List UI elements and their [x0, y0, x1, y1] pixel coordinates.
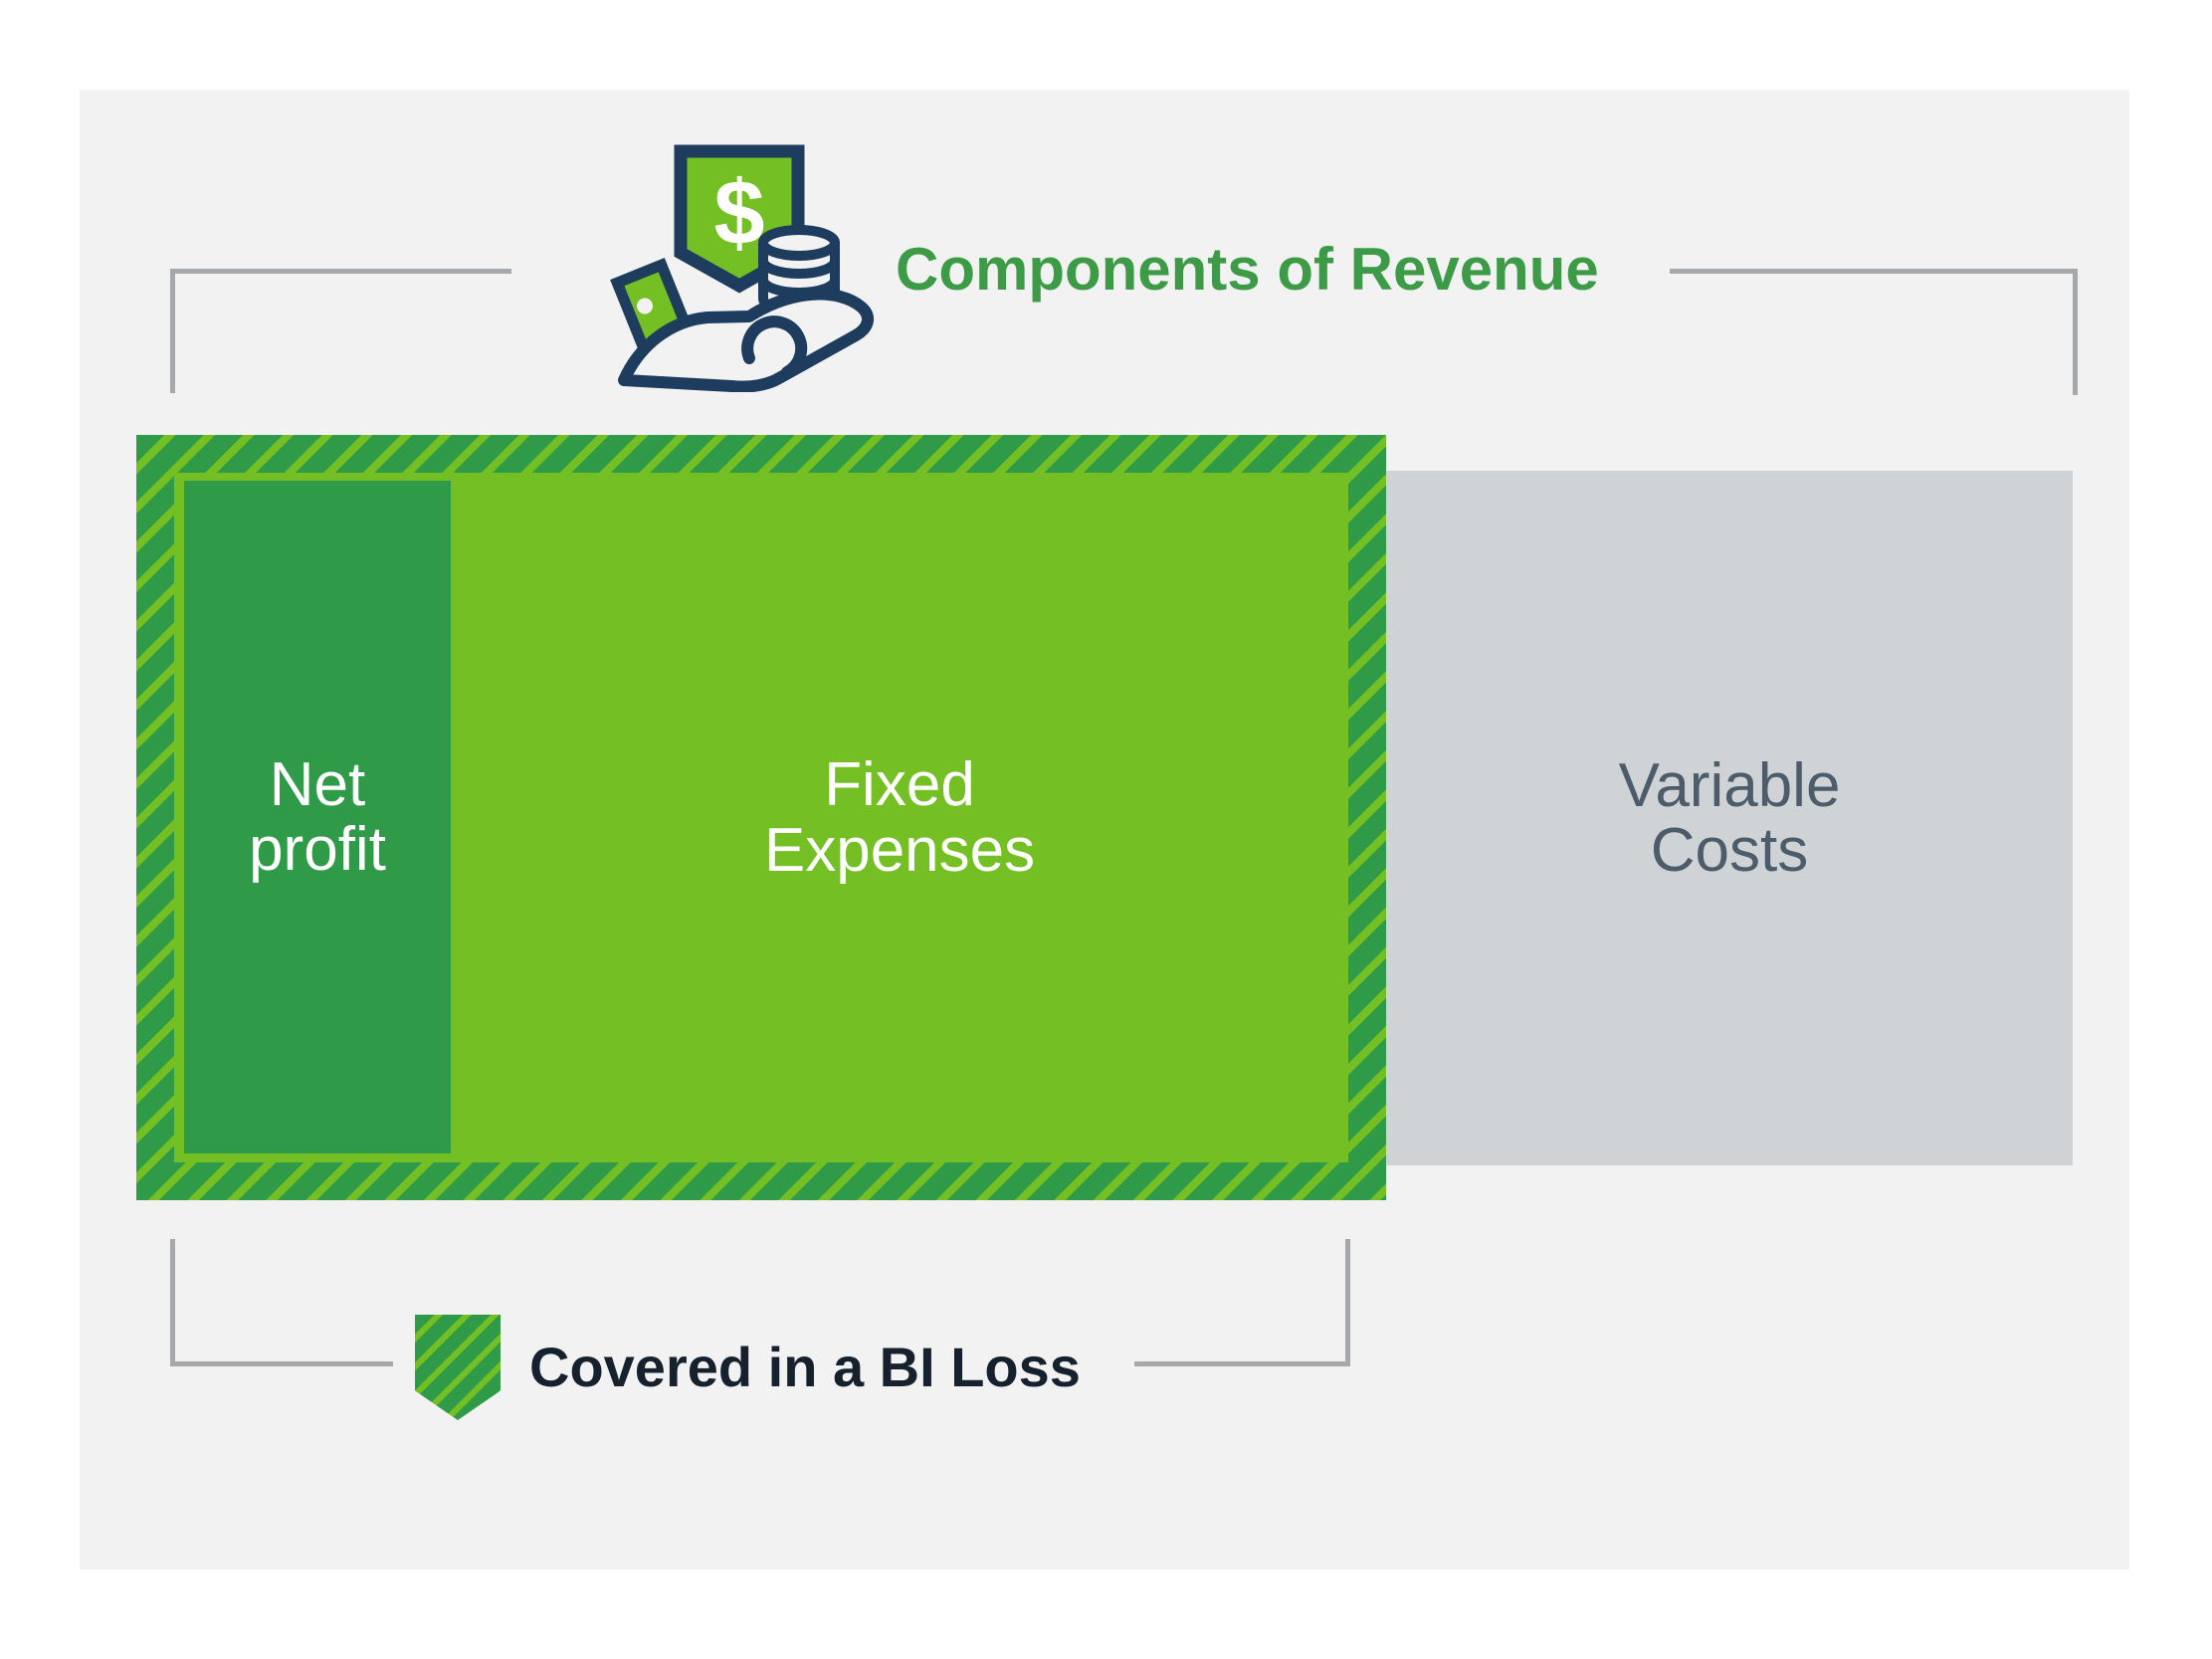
variable-costs-label: Variable Costs — [1619, 753, 1841, 883]
variable-costs-line1: Variable — [1618, 750, 1841, 820]
hand-icon — [618, 288, 874, 392]
dollar-sign: $ — [713, 162, 764, 264]
fixed-expenses-box: Fixed Expenses — [451, 473, 1348, 1162]
legend-label: Covered in a BI Loss — [529, 1336, 1081, 1398]
top-bracket-right-leg — [2073, 269, 2078, 395]
top-bracket-left-line — [170, 269, 511, 274]
money-in-hand-icon: $ — [610, 144, 874, 392]
covered-area-hatch-frame: Net profit Fixed Expenses — [136, 435, 1386, 1200]
bottom-bracket-left-line — [170, 1361, 393, 1366]
net-profit-label: Net profit — [249, 752, 386, 882]
fixed-expenses-line1: Fixed — [824, 750, 975, 820]
bottom-bracket-left-leg — [170, 1239, 175, 1366]
page-title: Components of Revenue — [896, 236, 1599, 303]
net-profit-box: Net profit — [184, 481, 451, 1153]
bottom-bracket-right-line — [1134, 1361, 1350, 1366]
net-profit-line1: Net — [269, 749, 366, 819]
fixed-expenses-line2: Expenses — [763, 815, 1036, 885]
covered-area-fill: Net profit Fixed Expenses — [174, 473, 1348, 1162]
top-bracket-left-leg — [170, 269, 175, 393]
variable-costs-box: Variable Costs — [1386, 471, 2073, 1165]
fixed-expenses-label: Fixed Expenses — [764, 752, 1035, 882]
net-profit-line2: profit — [249, 815, 386, 884]
bottom-bracket-right-leg — [1345, 1239, 1350, 1366]
top-bracket-right-line — [1670, 269, 2078, 274]
variable-costs-line2: Costs — [1650, 816, 1809, 885]
